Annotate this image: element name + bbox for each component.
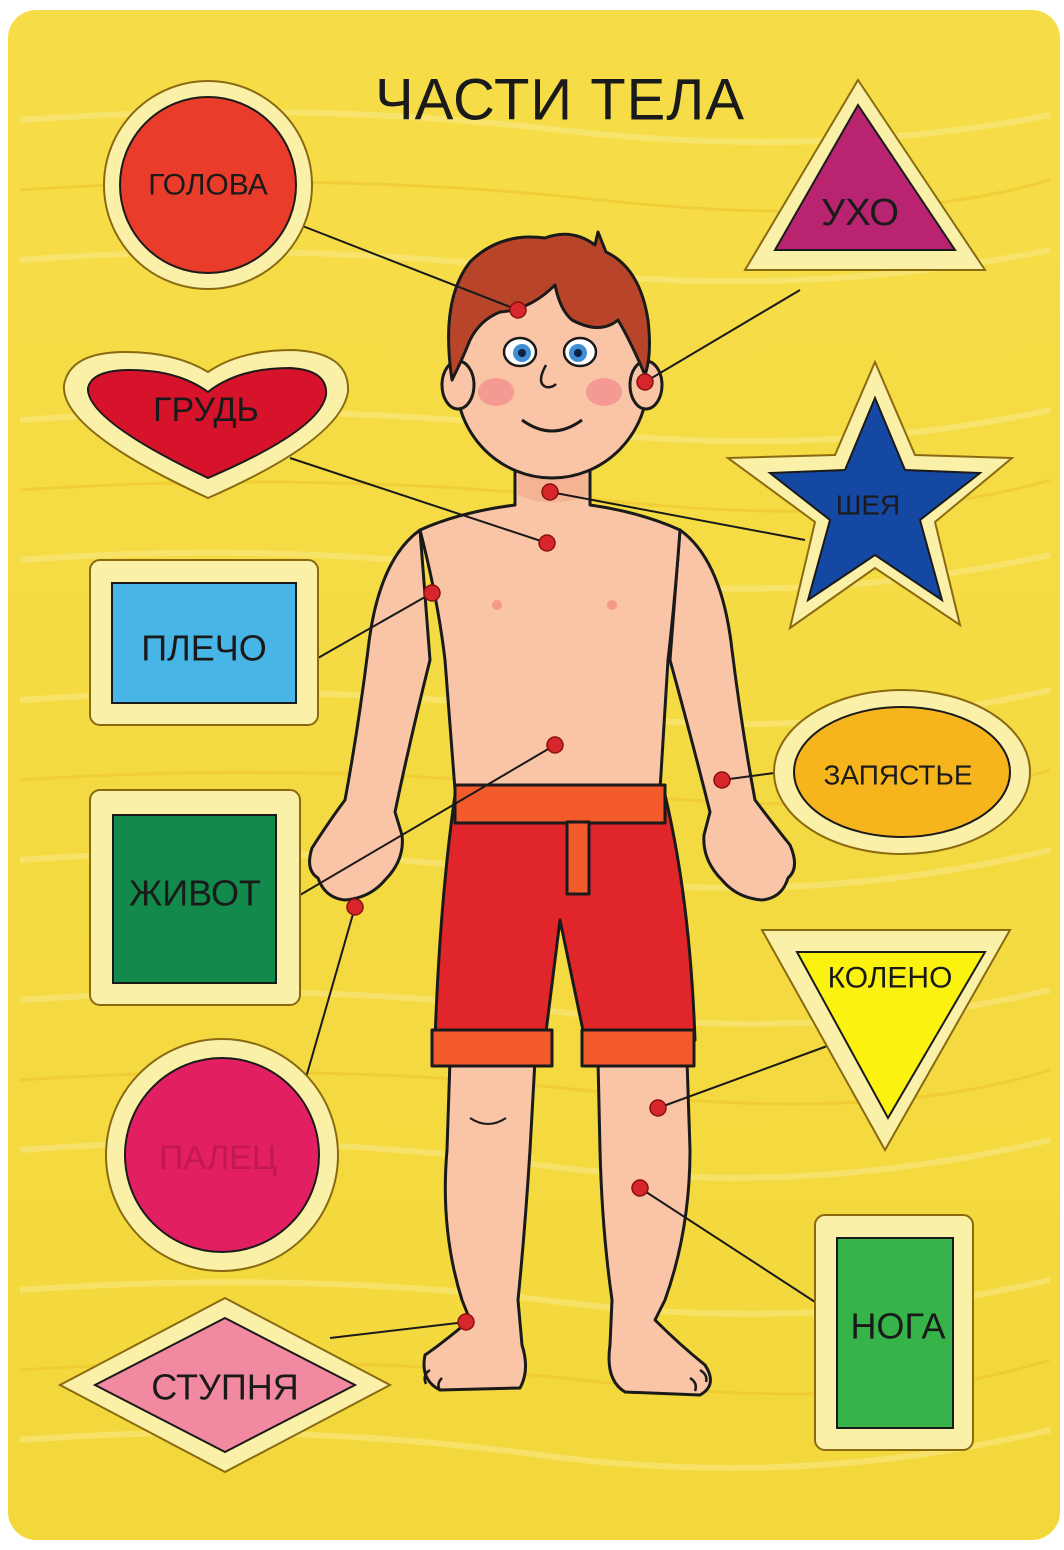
label-golova: ГОЛОВА (148, 169, 268, 202)
dot-sheya (542, 484, 558, 500)
nipple-left (492, 600, 502, 610)
piece-zapyastye[interactable]: ЗАПЯСТЬЕ (774, 690, 1030, 854)
dot-grud (539, 535, 555, 551)
dot-ukho (637, 374, 653, 390)
dot-koleno (650, 1100, 666, 1116)
dot-plecho (424, 585, 440, 601)
dot-golova (510, 302, 526, 318)
shorts-waistband (455, 785, 665, 823)
dot-zhivot (547, 737, 563, 753)
label-grud: ГРУДЬ (153, 391, 259, 429)
shorts-cuff-left (432, 1030, 552, 1066)
piece-golova[interactable]: ГОЛОВА (104, 81, 312, 289)
dot-zapyastye (714, 772, 730, 788)
label-ukho: УХО (821, 192, 899, 234)
label-koleno: КОЛЕНО (828, 962, 953, 995)
label-noga: НОГА (850, 1306, 945, 1347)
cheek-left (478, 378, 514, 406)
dot-palets (347, 899, 363, 915)
dot-noga (632, 1180, 648, 1196)
dot-stupnya (458, 1314, 474, 1330)
label-stupnya: СТУПНЯ (151, 1367, 299, 1408)
piece-palets[interactable]: ПАЛЕЦ (106, 1039, 338, 1271)
nipple-right (607, 600, 617, 610)
board-title: ЧАСТИ ТЕЛА (375, 68, 745, 133)
piece-zhivot[interactable]: ЖИВОТ (90, 790, 300, 1005)
piece-noga[interactable]: НОГА (815, 1215, 973, 1450)
label-zhivot: ЖИВОТ (129, 873, 261, 914)
shorts-cuff-right (582, 1030, 694, 1066)
label-palets: ПАЛЕЦ (159, 1139, 277, 1177)
label-sheya: ШЕЯ (836, 490, 901, 521)
shorts-belt-loop (567, 822, 589, 894)
piece-plecho[interactable]: ПЛЕЧО (90, 560, 318, 725)
label-plecho: ПЛЕЧО (141, 628, 267, 669)
label-zapyastye: ЗАПЯСТЬЕ (823, 760, 972, 791)
cheek-right (586, 378, 622, 406)
